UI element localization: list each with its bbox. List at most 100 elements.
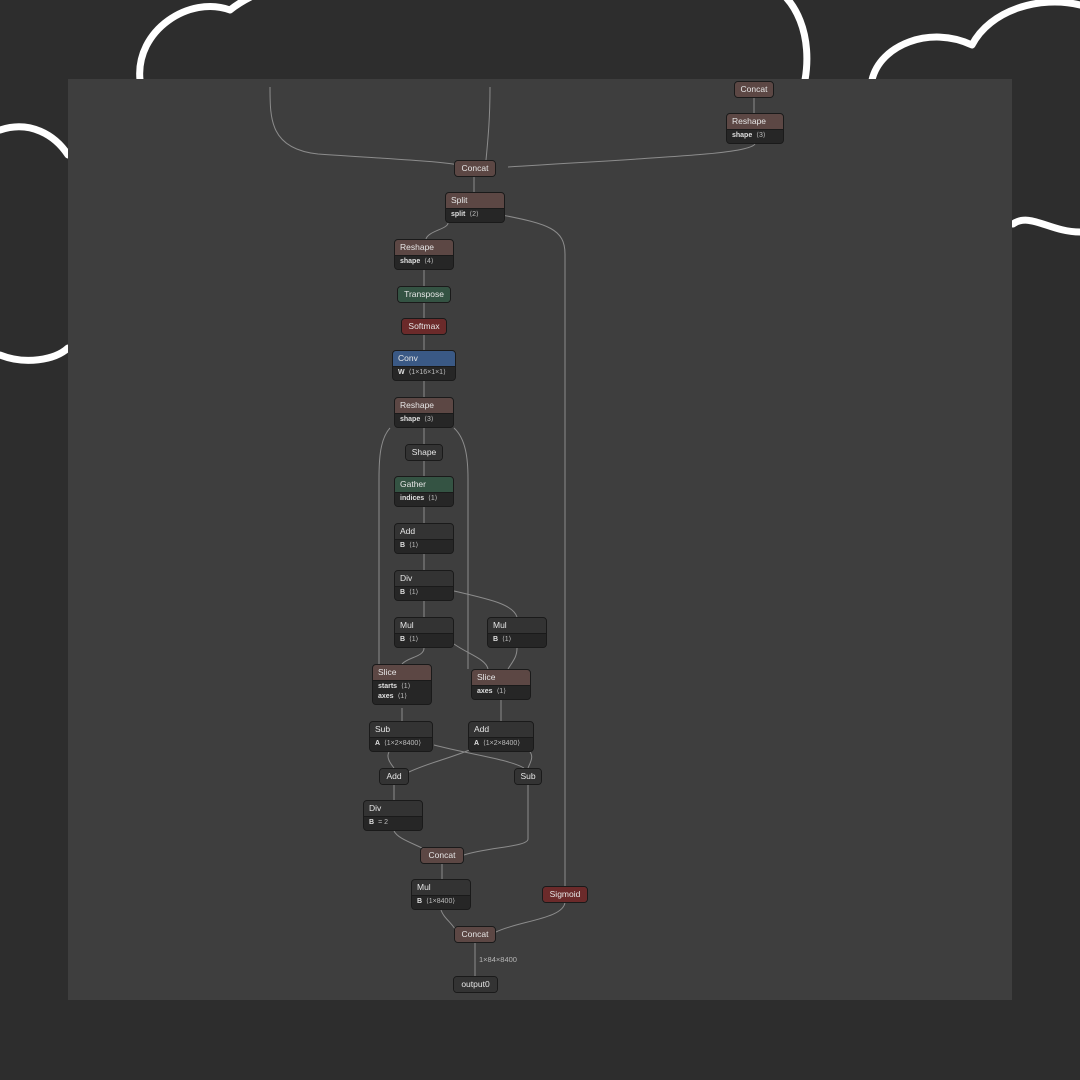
node-sigmoid[interactable]: Sigmoid — [542, 886, 588, 903]
graph-edge — [495, 901, 566, 933]
node-sub-2[interactable]: Sub — [514, 768, 542, 785]
node-attribute-row: B⟨1⟩ — [493, 635, 541, 645]
attribute-name: B — [400, 636, 406, 643]
node-op-label: Mul — [488, 618, 546, 633]
graph-edge — [408, 748, 473, 773]
attribute-name: split — [451, 211, 466, 218]
node-op-label: Slice — [472, 670, 530, 685]
graph-edge — [453, 427, 469, 669]
attribute-name: indices — [400, 495, 425, 502]
node-attribute-row: B⟨1×8400⟩ — [417, 897, 465, 907]
node-attributes: B⟨1⟩ — [395, 586, 453, 600]
node-attributes: split⟨2⟩ — [446, 208, 504, 222]
graph-edges — [269, 86, 756, 976]
node-attributes: shape⟨4⟩ — [395, 255, 453, 269]
node-softmax[interactable]: Softmax — [401, 318, 447, 335]
output-shape-label: 1×84×8400 — [479, 955, 517, 964]
node-op-label: Div — [395, 571, 453, 586]
attribute-name: W — [398, 369, 405, 376]
node-output[interactable]: output0 — [453, 976, 498, 993]
node-attribute-row: W⟨1×16×1×1⟩ — [398, 368, 450, 378]
attribute-name: shape — [732, 132, 753, 139]
node-gather[interactable]: Gather indices⟨1⟩ — [394, 476, 454, 507]
node-op-label: Sub — [370, 722, 432, 737]
node-op-label: Div — [364, 801, 422, 816]
node-attribute-row: shape⟨4⟩ — [400, 257, 448, 267]
node-attribute-row: indices⟨1⟩ — [400, 494, 448, 504]
attribute-name: B — [400, 542, 406, 549]
node-attribute-row: B⟨1⟩ — [400, 541, 448, 551]
node-attributes: starts⟨1⟩axes⟨1⟩ — [373, 680, 431, 704]
node-op-label: Concat — [735, 82, 773, 97]
cloud-outline-left-lower — [0, 344, 72, 364]
node-attributes: B⟨1⟩ — [395, 633, 453, 647]
node-reshape-top-right[interactable]: Reshape shape⟨3⟩ — [726, 113, 784, 144]
graph-edge — [378, 427, 391, 664]
attribute-value: ⟨3⟩ — [756, 132, 766, 139]
node-op-label: Concat — [455, 161, 495, 176]
attribute-name: B — [400, 589, 406, 596]
node-op-label: output0 — [454, 977, 497, 992]
graph-edge — [527, 751, 533, 769]
graph-edge — [401, 647, 425, 665]
attribute-name: B — [493, 636, 499, 643]
attribute-name: axes — [378, 693, 394, 700]
attribute-value: ⟨1⟩ — [502, 636, 512, 643]
node-shape[interactable]: Shape — [405, 444, 443, 461]
node-op-label: Add — [469, 722, 533, 737]
node-op-label: Mul — [412, 880, 470, 895]
attribute-value: = 2 — [378, 819, 388, 826]
graph-edge — [387, 751, 395, 769]
node-op-label: Reshape — [395, 398, 453, 413]
node-op-label: Concat — [421, 848, 463, 863]
node-op-label: Mul — [395, 618, 453, 633]
attribute-value: ⟨1⟩ — [409, 589, 419, 596]
node-concat-top-right[interactable]: Concat — [734, 81, 774, 98]
graph-edge — [463, 784, 529, 856]
attribute-value: ⟨1⟩ — [397, 693, 407, 700]
node-attribute-row: shape⟨3⟩ — [400, 415, 448, 425]
cloud-outline-top — [136, 0, 811, 84]
node-attributes: B⟨1⟩ — [395, 539, 453, 553]
attribute-value: ⟨1⟩ — [428, 495, 438, 502]
attribute-name: starts — [378, 683, 398, 690]
node-op-label: Reshape — [727, 114, 783, 129]
node-attributes: B⟨1×8400⟩ — [412, 895, 470, 909]
node-op-label: Split — [446, 193, 504, 208]
node-add-3[interactable]: Add — [379, 768, 409, 785]
node-concat-2[interactable]: Concat — [420, 847, 464, 864]
node-op-label: Softmax — [402, 319, 446, 334]
node-op-label: Add — [380, 769, 408, 784]
node-op-label: Add — [395, 524, 453, 539]
node-concat-1[interactable]: Concat — [454, 160, 496, 177]
node-attributes: B⟨1⟩ — [488, 633, 546, 647]
attribute-name: B — [369, 819, 375, 826]
node-reshape-2[interactable]: Reshape shape⟨3⟩ — [394, 397, 454, 428]
node-attribute-row: shape⟨3⟩ — [732, 131, 778, 141]
node-op-label: Sub — [515, 769, 541, 784]
node-op-label: Transpose — [398, 287, 450, 302]
node-attributes: A⟨1×2×8400⟩ — [469, 737, 533, 751]
attribute-value: ⟨1⟩ — [409, 636, 419, 643]
node-op-label: Gather — [395, 477, 453, 492]
attribute-value: ⟨1×2×8400⟩ — [483, 740, 521, 747]
cloud-outline-right — [868, 0, 1080, 84]
node-concat-3[interactable]: Concat — [454, 926, 496, 943]
node-transpose[interactable]: Transpose — [397, 286, 451, 303]
graph-edge — [485, 86, 491, 161]
